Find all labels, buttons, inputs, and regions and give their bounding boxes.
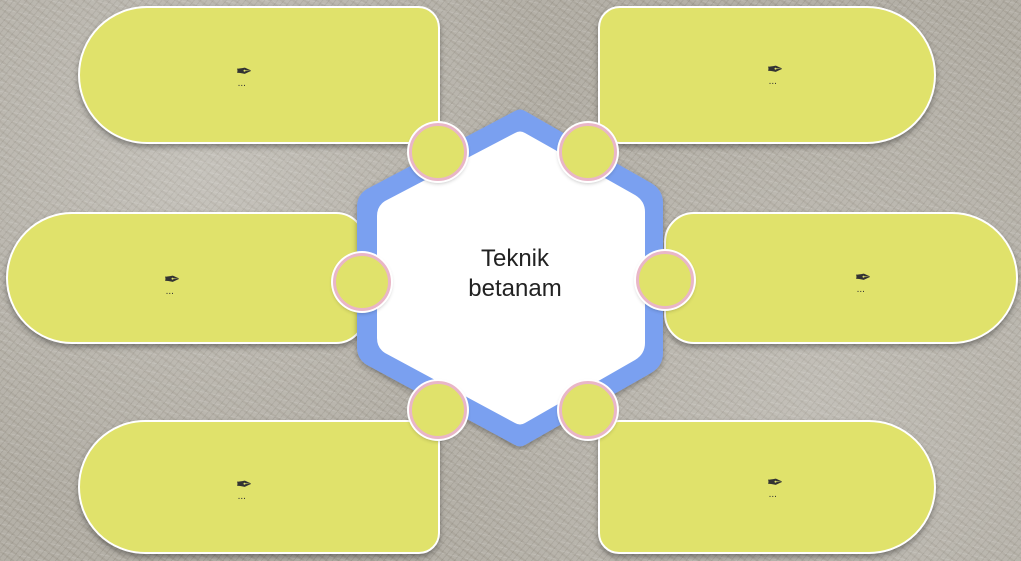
center-title: Teknik betanam	[440, 244, 590, 304]
center-title-line-1: Teknik	[480, 245, 550, 272]
branch-box-top-left[interactable]	[78, 6, 440, 144]
connector-node-top-right	[559, 123, 617, 181]
pen-icon: ✒	[855, 268, 872, 300]
pen-icon: ✒	[767, 60, 784, 92]
pen-icon: ✒	[164, 270, 181, 302]
connector-node-bottom-left	[409, 381, 467, 439]
branch-box-bottom-left[interactable]	[78, 420, 440, 554]
connector-node-middle-left	[333, 253, 391, 311]
pen-icon: ✒	[236, 475, 253, 507]
center-hexagon	[357, 109, 663, 447]
pen-icon: ✒	[236, 62, 253, 94]
connector-node-top-left	[409, 123, 467, 181]
center-title-line-2: betanam	[468, 275, 562, 302]
branch-box-middle-right[interactable]	[664, 212, 1018, 344]
connector-node-middle-right	[636, 251, 694, 309]
connector-node-bottom-right	[559, 381, 617, 439]
pen-icon: ✒	[767, 473, 784, 505]
branch-box-middle-left[interactable]	[6, 212, 366, 344]
